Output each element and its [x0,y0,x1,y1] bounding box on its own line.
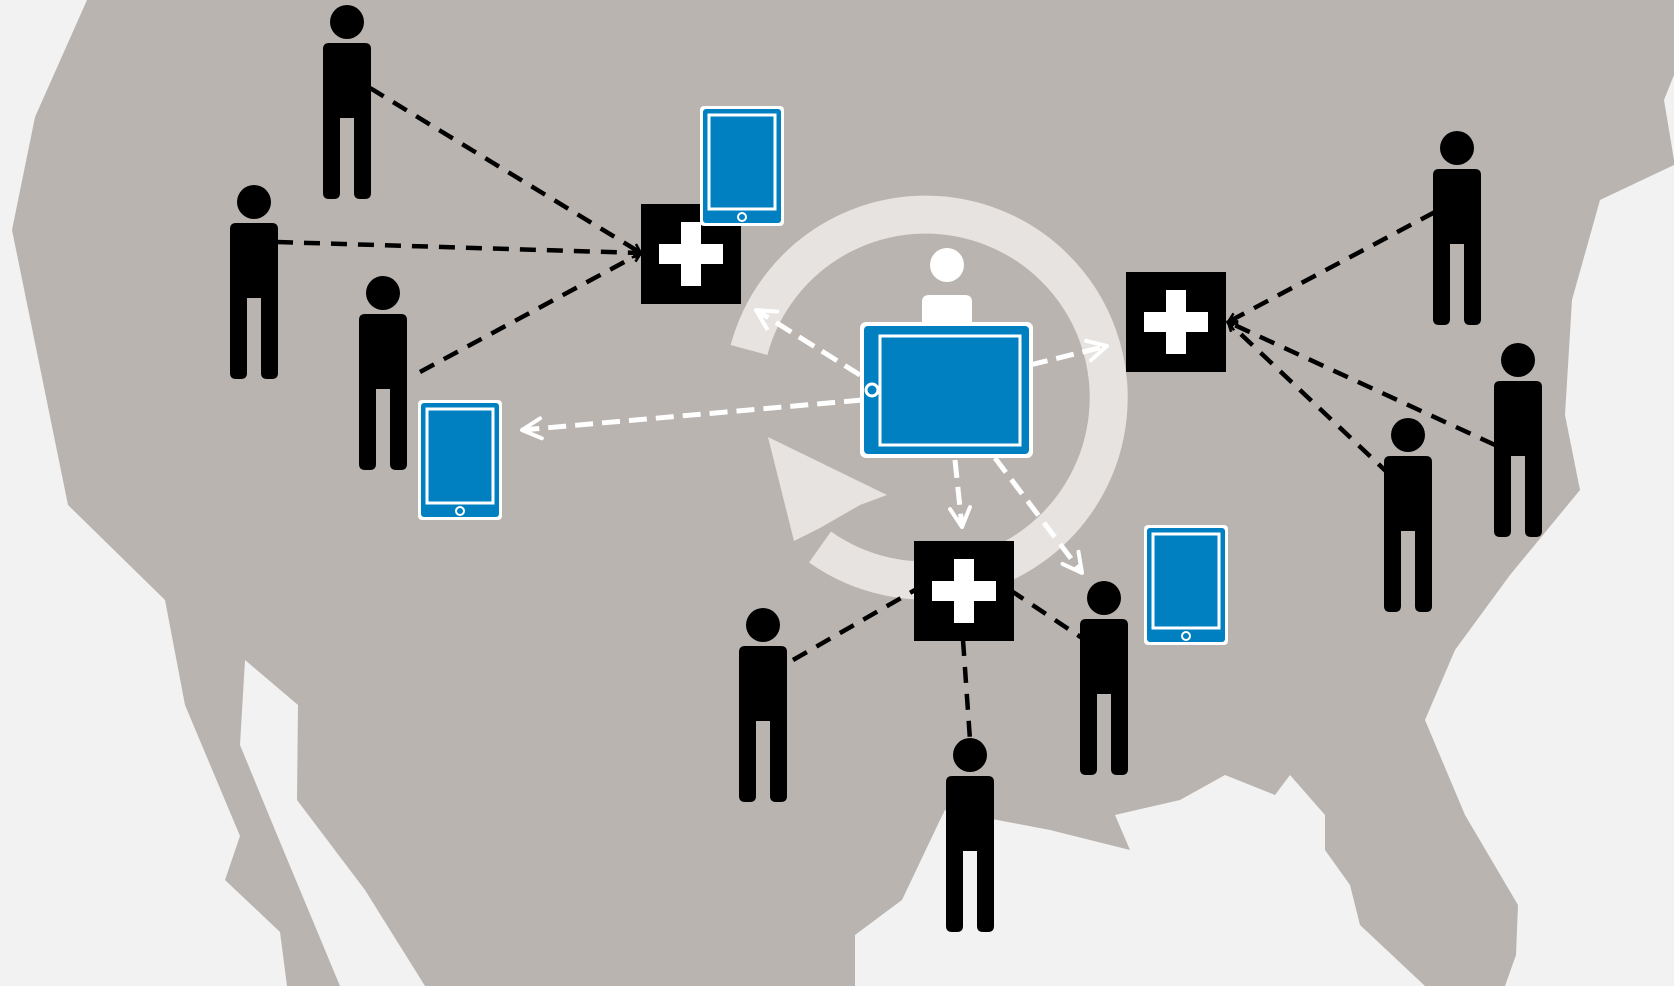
hub-data-links [520,307,1109,575]
tablet-southeast [1142,523,1230,647]
tablet-west [416,398,504,522]
clinic-east [1126,272,1226,372]
clinic-south [914,541,1014,641]
user-head-icon [930,248,964,282]
tablet-north [698,104,786,228]
patient-connections [276,86,1496,741]
tablet-icon [416,398,504,522]
medical-cross-icon [1126,272,1226,372]
medical-cross-icon [914,541,1014,641]
central-tablet-with-user-icon [860,248,1033,458]
tablet-icon [1142,523,1230,647]
tablet-icon [698,104,786,228]
